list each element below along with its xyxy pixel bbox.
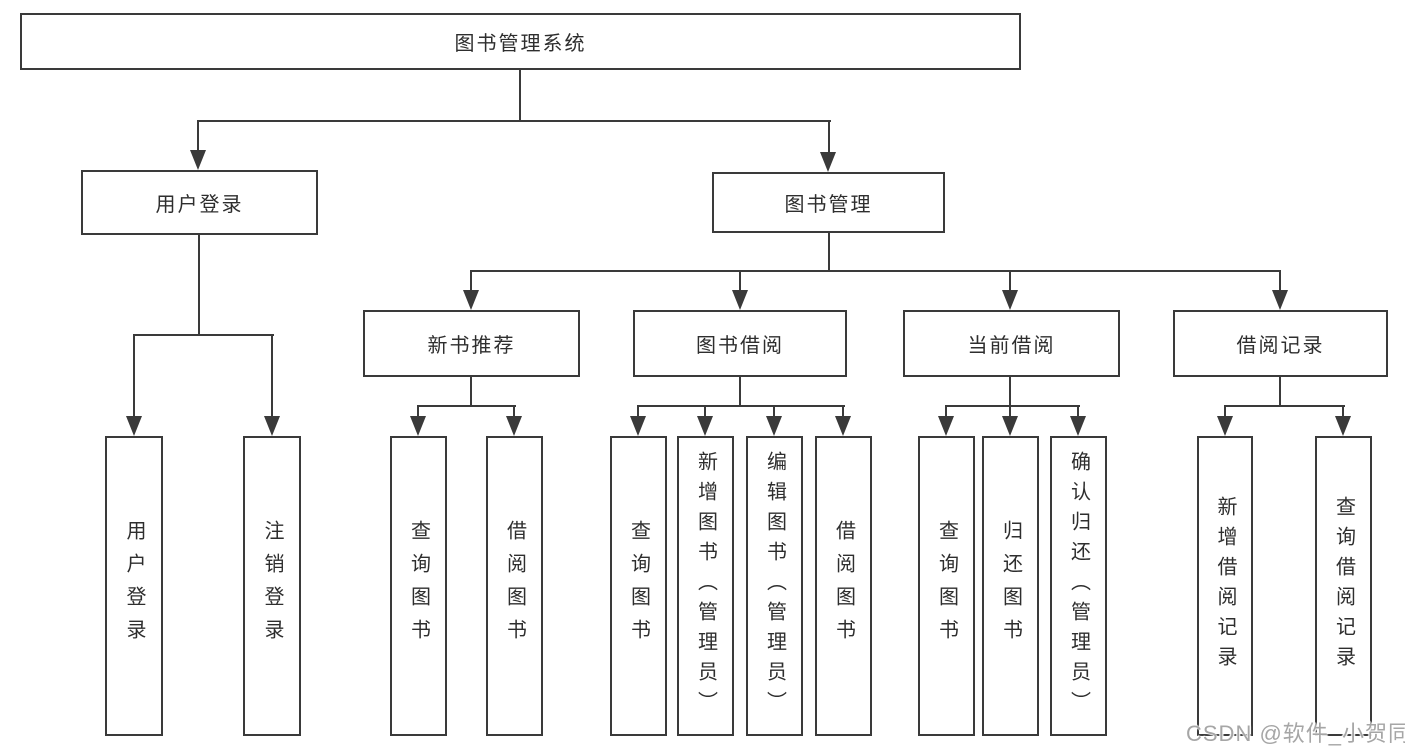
leaf-bb-borrow-books-label: 借阅图书 bbox=[832, 520, 855, 652]
connector-drop-bb-query bbox=[637, 405, 639, 419]
arrowhead-borrow-records bbox=[1272, 290, 1288, 310]
leaf-logout: 注销登录 bbox=[243, 436, 301, 736]
connector-newbooks-stem bbox=[470, 377, 472, 407]
node-borrow-records: 借阅记录 bbox=[1173, 310, 1388, 377]
leaf-nb-borrow-books: 借阅图书 bbox=[486, 436, 543, 736]
node-current-borrow: 当前借阅 bbox=[903, 310, 1120, 377]
arrowhead-nb-query bbox=[410, 416, 426, 436]
connector-drop-cb-confirm bbox=[1077, 405, 1079, 419]
connector-drop-cb-return bbox=[1009, 405, 1011, 419]
connector-drop-leaf-userlogin bbox=[133, 334, 135, 418]
connector-userlogin-stem bbox=[198, 235, 200, 336]
node-new-books-label: 新书推荐 bbox=[427, 335, 516, 357]
node-new-books: 新书推荐 bbox=[363, 310, 580, 377]
connector-bookmgmt-bar bbox=[470, 270, 1281, 272]
connector-currentborrow-bar bbox=[945, 405, 1080, 407]
leaf-cb-confirm-return-admin-label: 确认归还（管理员） bbox=[1067, 451, 1090, 721]
arrowhead-bb-borrow bbox=[835, 416, 851, 436]
arrowhead-book-borrow bbox=[732, 290, 748, 310]
leaf-bb-add-books-admin-label: 新增图书（管理员） bbox=[694, 451, 717, 721]
node-root-label: 图书管理系统 bbox=[454, 33, 587, 55]
leaf-br-add-record-label: 新增借阅记录 bbox=[1214, 496, 1236, 676]
connector-drop-bb-borrow bbox=[842, 405, 844, 419]
node-book-mgmt-label: 图书管理 bbox=[784, 194, 873, 216]
connector-bookborrow-stem bbox=[739, 377, 741, 407]
arrowhead-leaf-logout bbox=[264, 416, 280, 436]
connector-root-stem bbox=[519, 69, 521, 122]
connector-drop-borrow-records bbox=[1279, 270, 1281, 292]
node-book-borrow: 图书借阅 bbox=[633, 310, 847, 377]
leaf-nb-borrow-books-label: 借阅图书 bbox=[503, 520, 526, 652]
connector-drop-br-query bbox=[1342, 405, 1344, 419]
connector-bookmgmt-stem bbox=[828, 233, 830, 272]
node-borrow-records-label: 借阅记录 bbox=[1236, 335, 1325, 357]
arrowhead-current-borrow bbox=[1002, 290, 1018, 310]
arrowhead-leaf-userlogin bbox=[126, 416, 142, 436]
leaf-cb-confirm-return-admin: 确认归还（管理员） bbox=[1050, 436, 1107, 736]
leaf-user-login: 用户登录 bbox=[105, 436, 163, 736]
arrowhead-bb-query bbox=[630, 416, 646, 436]
leaf-bb-edit-books-admin: 编辑图书（管理员） bbox=[746, 436, 803, 736]
leaf-bb-borrow-books: 借阅图书 bbox=[815, 436, 872, 736]
connector-drop-leaf-logout bbox=[271, 334, 273, 418]
arrowhead-cb-return bbox=[1002, 416, 1018, 436]
leaf-logout-label: 注销登录 bbox=[261, 520, 283, 652]
connector-root-bar bbox=[198, 120, 831, 122]
leaf-br-query-record: 查询借阅记录 bbox=[1315, 436, 1372, 736]
leaf-br-query-record-label: 查询借阅记录 bbox=[1332, 496, 1355, 676]
connector-drop-nb-query bbox=[417, 405, 419, 419]
node-current-borrow-label: 当前借阅 bbox=[967, 335, 1056, 357]
leaf-cb-return-books-label: 归还图书 bbox=[999, 520, 1022, 652]
connector-drop-book-borrow bbox=[739, 270, 741, 292]
arrowhead-cb-query bbox=[938, 416, 954, 436]
node-root: 图书管理系统 bbox=[20, 13, 1021, 70]
leaf-user-login-label: 用户登录 bbox=[123, 520, 145, 652]
leaf-bb-add-books-admin: 新增图书（管理员） bbox=[677, 436, 734, 736]
arrowhead-br-query bbox=[1335, 416, 1351, 436]
connector-drop-user-login bbox=[197, 120, 199, 154]
leaf-nb-query-books-label: 查询图书 bbox=[407, 520, 430, 652]
csdn-watermark: CSDN @软件_小贺同学 bbox=[1186, 721, 1405, 746]
leaf-cb-query-books-label: 查询图书 bbox=[935, 520, 958, 652]
node-book-mgmt: 图书管理 bbox=[712, 172, 945, 233]
connector-currentborrow-stem bbox=[1009, 377, 1011, 407]
connector-newbooks-bar bbox=[417, 405, 516, 407]
arrowhead-br-add bbox=[1217, 416, 1233, 436]
node-user-login: 用户登录 bbox=[81, 170, 318, 235]
leaf-bb-edit-books-admin-label: 编辑图书（管理员） bbox=[763, 451, 786, 721]
leaf-cb-return-books: 归还图书 bbox=[982, 436, 1039, 736]
leaf-cb-query-books: 查询图书 bbox=[918, 436, 975, 736]
node-user-login-label: 用户登录 bbox=[155, 194, 244, 216]
connector-drop-current-borrow bbox=[1009, 270, 1011, 292]
leaf-bb-query-books-label: 查询图书 bbox=[627, 520, 650, 652]
arrowhead-bb-edit bbox=[766, 416, 782, 436]
leaf-nb-query-books: 查询图书 bbox=[390, 436, 447, 736]
arrowhead-nb-borrow bbox=[506, 416, 522, 436]
connector-drop-bb-add bbox=[704, 405, 706, 419]
connector-userlogin-bar bbox=[133, 334, 274, 336]
node-book-borrow-label: 图书借阅 bbox=[696, 335, 784, 357]
arrowhead-user-login bbox=[190, 150, 206, 170]
connector-drop-bb-edit bbox=[773, 405, 775, 419]
connector-borrowrecords-stem bbox=[1279, 377, 1281, 407]
arrowhead-book-mgmt bbox=[820, 152, 836, 172]
leaf-br-add-record: 新增借阅记录 bbox=[1197, 436, 1253, 736]
connector-drop-cb-query bbox=[945, 405, 947, 419]
arrowhead-bb-add bbox=[697, 416, 713, 436]
connector-borrowrecords-bar bbox=[1224, 405, 1345, 407]
connector-drop-book-mgmt bbox=[828, 120, 830, 154]
connector-bookborrow-bar bbox=[637, 405, 845, 407]
arrowhead-new-books bbox=[463, 290, 479, 310]
connector-drop-nb-borrow bbox=[513, 405, 515, 419]
connector-drop-new-books bbox=[470, 270, 472, 292]
arrowhead-cb-confirm bbox=[1070, 416, 1086, 436]
leaf-bb-query-books: 查询图书 bbox=[610, 436, 667, 736]
connector-drop-br-add bbox=[1224, 405, 1226, 419]
